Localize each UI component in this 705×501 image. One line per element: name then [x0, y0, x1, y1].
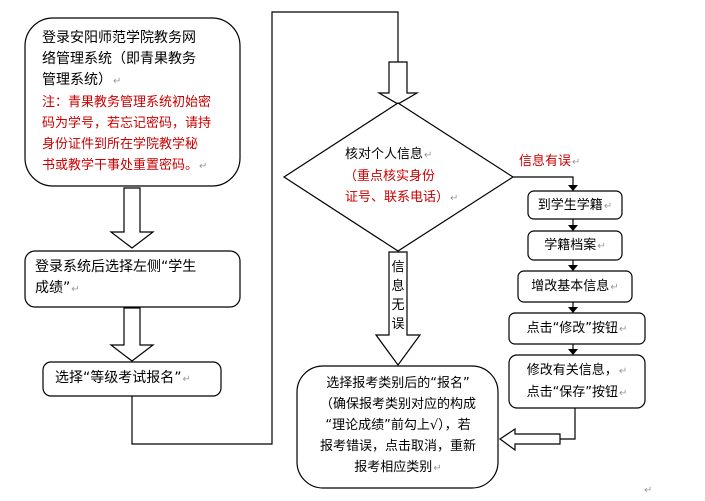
end-paragraph-mark: ↵ — [644, 485, 653, 496]
node-select-score-box — [24, 250, 241, 308]
paragraph-mark: ↵ — [619, 388, 628, 399]
verify-note-line-2: 证号、联系电话） — [345, 190, 450, 205]
arrowhead-to-modify — [568, 307, 578, 313]
arrow-login-to-score — [109, 187, 155, 249]
paragraph-mark: ↵ — [610, 282, 619, 293]
paragraph-mark: ↵ — [597, 241, 606, 252]
connector-exam-to-verify — [131, 11, 399, 445]
node-register-box — [296, 365, 499, 489]
edge-info-correct-label: 信 息 无 误 — [391, 258, 405, 334]
arrow-return-to-register — [498, 427, 561, 452]
node-select-score-text: 登录系统后选择左侧“学生 成绩”↵ — [35, 257, 196, 300]
info-correct-char-3: 无 — [391, 298, 405, 313]
info-correct-char-2: 息 — [391, 279, 405, 294]
node-add-info-text: 增改基本信息↵ — [518, 276, 632, 298]
node-roll-archive-box — [527, 230, 623, 261]
connector-info-wrong — [513, 176, 574, 185]
node-roll-archive-text: 学籍档案↵ — [528, 235, 622, 257]
paragraph-mark: ↵ — [618, 366, 628, 377]
login-line-3: 管理系统） — [42, 72, 112, 88]
node-to-roll-box — [527, 190, 623, 220]
info-wrong-text: 信息有误 — [519, 154, 572, 169]
login-note-line-4: 书或教学干事处重置密码。 — [42, 158, 199, 173]
register-line-2: （确保报考类别对应的构成 — [319, 397, 476, 412]
login-note-line-2: 码为学号，若忘记密码，请持 — [42, 116, 212, 131]
register-line-4: 报考错误，点击取消，重新 — [319, 439, 476, 454]
register-line-3: “理论成绩”前勾上√），若 — [325, 418, 471, 433]
connector-save-return — [560, 408, 576, 440]
paragraph-mark: ↵ — [619, 324, 628, 335]
paragraph-mark: ↵ — [603, 201, 613, 212]
paragraph-mark: ↵ — [71, 284, 80, 295]
login-note-line-1: 注：青果教务管理系统初始密 — [42, 95, 212, 110]
paragraph-mark: ↵ — [450, 193, 459, 204]
node-login-text: 登录安阳师范学院教务网 络管理系统（即青果教务 管理系统）↵ 注：青果教务管理系… — [42, 28, 211, 177]
node-select-exam-text: 选择“等级考试报名”↵ — [55, 368, 191, 390]
register-line-5: 报考相应类别 — [354, 460, 433, 475]
paragraph-mark: ↵ — [424, 150, 433, 161]
arrow-into-verify — [376, 61, 420, 105]
roll-archive-line-1: 学籍档案 — [544, 238, 597, 253]
node-add-info-box — [517, 270, 633, 303]
node-click-modify-box — [508, 312, 646, 345]
login-line-3-wrap: 管理系统）↵ — [42, 70, 211, 92]
node-click-modify-text: 点击“修改”按钮↵ — [509, 318, 645, 340]
login-line-2: 络管理系统（即青果教务 — [42, 51, 196, 67]
info-correct-char-1: 信 — [391, 260, 405, 275]
info-correct-char-4: 误 — [391, 317, 405, 332]
paragraph-mark: ↵ — [199, 161, 208, 172]
login-note: 注：青果教务管理系统初始密 码为学号，若忘记密码，请持 身份证件到所在学院教学秘… — [42, 92, 211, 177]
node-to-roll-text: 到学生学籍↵ — [528, 195, 622, 217]
paragraph-mark: ↵ — [433, 463, 442, 474]
arrowhead-to-save — [568, 349, 578, 355]
paragraph-mark: ↵ — [572, 157, 581, 168]
add-info-line-1: 增改基本信息 — [531, 279, 610, 294]
verify-line-1: 核对个人信息 — [345, 147, 424, 162]
node-verify-text: 核对个人信息↵ （重点核实身份 证号、联系电话）↵ — [344, 144, 459, 209]
select-score-line-1: 登录系统后选择左侧“学生 — [35, 259, 197, 275]
click-modify-line-1: 点击“修改”按钮 — [526, 321, 619, 336]
arrowhead-to-archive — [568, 225, 578, 231]
register-line-1: 选择报考类别后的“报名” — [326, 376, 470, 391]
to-roll-line-1: 到学生学籍 — [537, 198, 603, 213]
edge-info-wrong-label: 信息有误↵ — [519, 151, 580, 173]
node-save-text: 修改有关信息，↵ 点击“保存”按钮↵ — [509, 360, 645, 404]
node-login-box — [24, 17, 241, 187]
arrowhead-to-add-info — [568, 265, 578, 271]
node-register-text: 选择报考类别后的“报名” （确保报考类别对应的构成 “理论成绩”前勾上√），若 … — [298, 373, 498, 479]
arrow-info-correct — [374, 251, 422, 367]
save-line-1: 修改有关信息， — [526, 363, 618, 378]
login-line-1: 登录安阳师范学院教务网 — [42, 30, 196, 46]
paragraph-mark: ↵ — [182, 374, 191, 385]
arrow-score-to-exam — [109, 307, 155, 362]
paragraph-mark: ↵ — [113, 76, 122, 87]
arrowhead-to-roll — [568, 185, 578, 191]
login-note-line-3: 身份证件到所在学院教学秘 — [42, 137, 199, 152]
node-verify-diamond — [282, 102, 515, 252]
node-save-box — [508, 354, 646, 409]
select-score-line-2: 成绩” — [35, 280, 71, 296]
verify-note-line-1: （重点核实身份 — [344, 169, 436, 184]
save-line-2: 点击“保存”按钮 — [526, 385, 619, 400]
select-exam-line-1: 选择“等级考试报名” — [55, 370, 182, 386]
